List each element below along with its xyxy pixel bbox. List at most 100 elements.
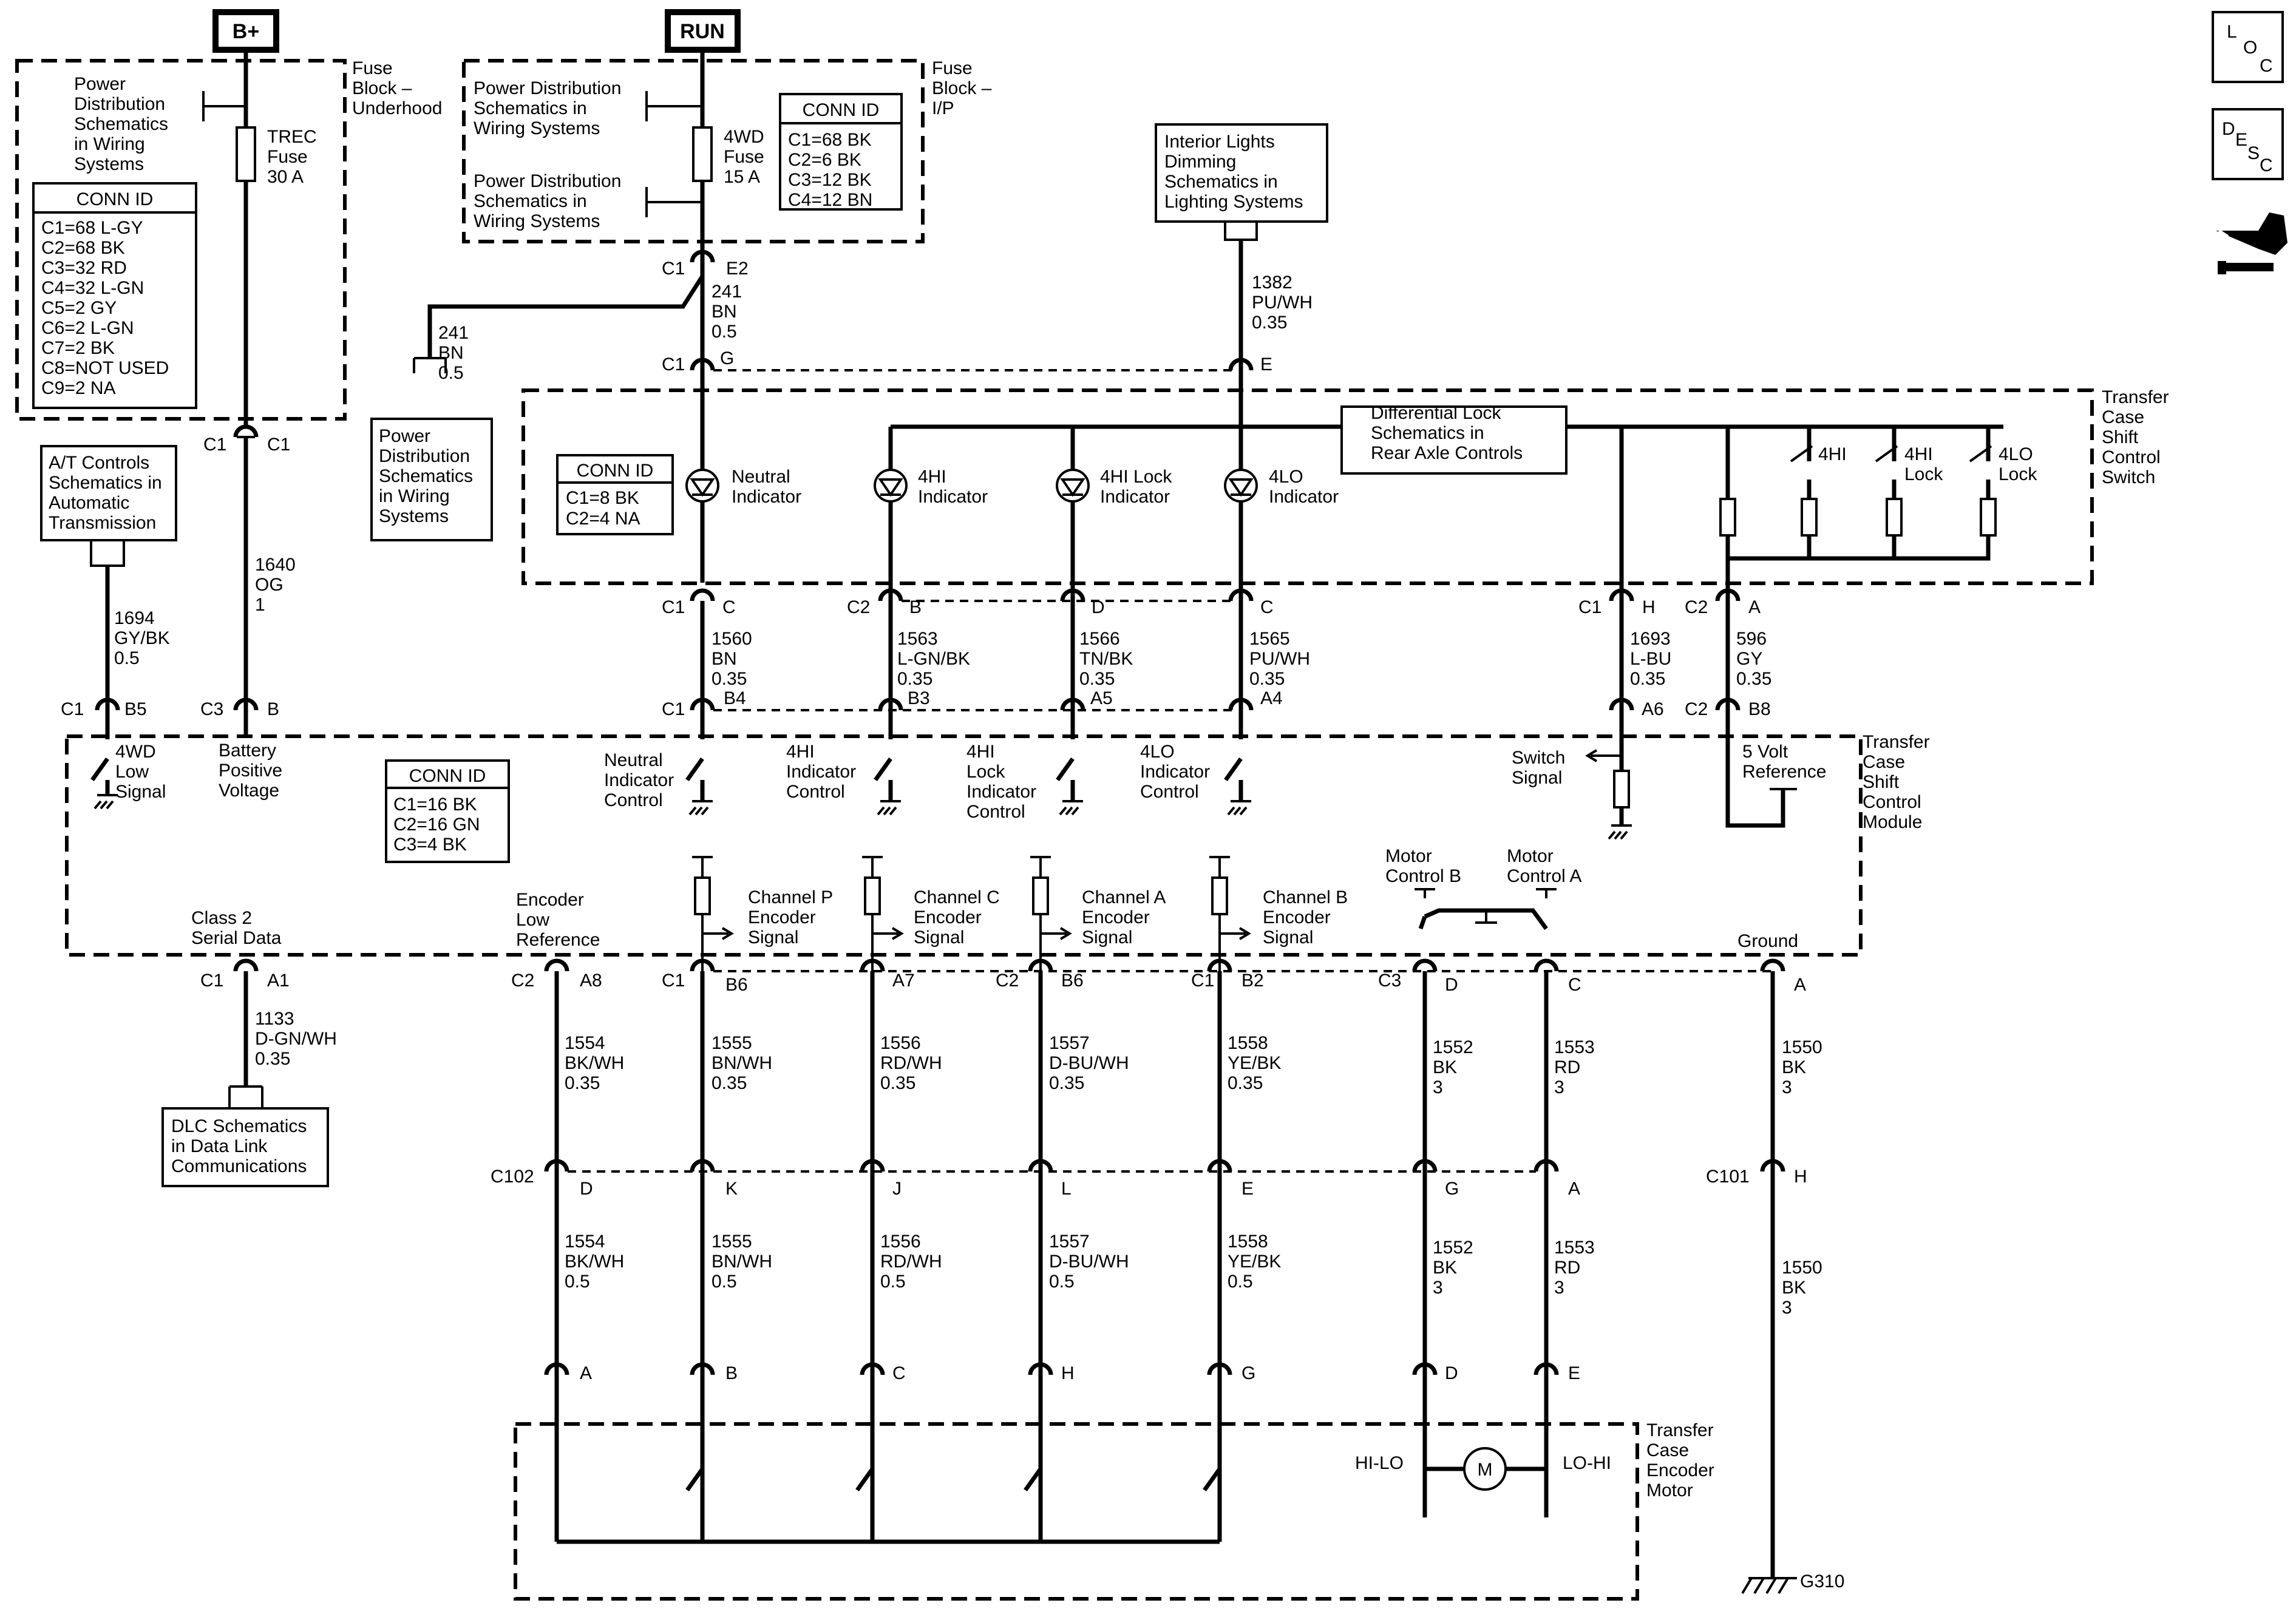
svg-text:0.35: 0.35 — [897, 669, 932, 689]
svg-text:C102: C102 — [491, 1167, 534, 1187]
fuse-block-underhood-outline — [15, 59, 347, 421]
svg-text:Control: Control — [966, 802, 1025, 822]
channel-resistors — [692, 856, 1251, 971]
motor-control-switches — [1415, 888, 1557, 931]
svg-text:0.5: 0.5 — [438, 363, 464, 383]
svg-text:Channel A: Channel A — [1082, 887, 1166, 907]
svg-text:A: A — [1794, 975, 1806, 995]
svg-text:Reference: Reference — [1742, 762, 1826, 782]
dlc-ref-box — [161, 1107, 329, 1187]
svg-text:Indicator: Indicator — [966, 782, 1036, 802]
svg-text:Power: Power — [74, 74, 126, 94]
repair-icon[interactable] — [2216, 212, 2288, 274]
wire-1694: 1694 GY/BK 0.5 — [114, 608, 170, 668]
svg-text:Signal: Signal — [115, 782, 166, 802]
interior-lights-ref-box — [1155, 123, 1328, 223]
interior-lights-ref: Interior Lights Dimming Schematics in Li… — [1164, 132, 1303, 212]
svg-text:4HI Lock: 4HI Lock — [1100, 467, 1172, 487]
at-controls-ref-box — [40, 445, 177, 541]
svg-text:4HI: 4HI — [918, 467, 946, 487]
wire-241-right: 241 BN 0.5 — [712, 282, 742, 342]
motor-symbol — [1463, 1447, 1507, 1491]
svg-text:1640: 1640 — [255, 555, 296, 575]
svg-text:0.35: 0.35 — [255, 1049, 290, 1069]
svg-text:C3=4 BK: C3=4 BK — [393, 835, 467, 855]
desc-button[interactable]: D E S C — [2212, 108, 2284, 180]
svg-text:0.5: 0.5 — [565, 1272, 590, 1292]
svg-text:1563: 1563 — [897, 629, 938, 649]
svg-text:C2=6 BK: C2=6 BK — [788, 150, 861, 170]
svg-text:Indicator: Indicator — [604, 770, 674, 790]
svg-text:4HI: 4HI — [966, 742, 995, 762]
loc-button[interactable]: L O C — [2212, 11, 2284, 83]
svg-text:1554: 1554 — [565, 1232, 605, 1252]
switch-4lo-lock: 4LO Lock — [1999, 444, 2037, 484]
svg-text:PU/WH: PU/WH — [1252, 293, 1313, 313]
svg-text:G: G — [1445, 1179, 1459, 1199]
module-title: Transfer Case Shift Control Module — [1863, 732, 1930, 832]
svg-text:RD/WH: RD/WH — [880, 1053, 942, 1073]
svg-text:C: C — [1260, 597, 1274, 617]
svg-text:C2=68 BK: C2=68 BK — [41, 238, 125, 258]
svg-text:0.5: 0.5 — [880, 1272, 906, 1292]
svg-text:BN: BN — [438, 343, 464, 363]
svg-text:C: C — [892, 1363, 906, 1383]
svg-text:C4=12 BN: C4=12 BN — [788, 190, 872, 210]
c101-connector: C101 H — [1706, 1159, 1807, 1187]
svg-text:0.35: 0.35 — [1736, 669, 1771, 689]
svg-text:Fuse: Fuse — [267, 147, 308, 167]
svg-text:1: 1 — [255, 595, 265, 615]
svg-text:Encoder: Encoder — [1646, 1460, 1714, 1480]
svg-text:GY/BK: GY/BK — [114, 628, 170, 648]
svg-text:Encoder: Encoder — [748, 907, 816, 927]
svg-text:C1: C1 — [662, 597, 685, 617]
svg-text:B2: B2 — [1241, 971, 1264, 991]
svg-text:C1: C1 — [203, 435, 226, 455]
svg-text:BN: BN — [712, 302, 737, 322]
svg-text:241: 241 — [712, 282, 742, 302]
svg-text:G: G — [1241, 1363, 1255, 1383]
svg-text:Encoder: Encoder — [914, 907, 982, 927]
4hi-lock-indicator: 4HI Lock Indicator — [1056, 467, 1172, 507]
svg-text:H: H — [1061, 1363, 1075, 1383]
svg-text:0.5: 0.5 — [1049, 1272, 1075, 1292]
svg-text:BN/WH: BN/WH — [712, 1053, 772, 1073]
pd-left-ref-box — [370, 418, 493, 541]
svg-text:1133: 1133 — [255, 1009, 294, 1029]
svg-text:BK: BK — [1433, 1057, 1457, 1077]
svg-text:C7=2 BK: C7=2 BK — [41, 338, 115, 358]
uh-pd-ref: Power Distribution Schematics in Wiring … — [74, 74, 168, 174]
svg-text:B: B — [725, 1363, 738, 1383]
svg-text:Serial Data: Serial Data — [191, 928, 282, 948]
svg-text:in Data Link: in Data Link — [171, 1136, 268, 1156]
svg-text:Power Distribution: Power Distribution — [474, 171, 621, 191]
svg-text:D: D — [2222, 119, 2235, 139]
svg-text:1694: 1694 — [114, 608, 155, 628]
svg-text:C9=2 NA: C9=2 NA — [41, 378, 116, 398]
4hi-indicator-control: 4HI Indicator Control — [786, 742, 856, 802]
svg-text:D: D — [580, 1179, 593, 1199]
svg-text:Indicator: Indicator — [1269, 487, 1339, 507]
svg-text:4LO: 4LO — [1140, 742, 1175, 762]
svg-text:Schematics in: Schematics in — [474, 191, 587, 211]
svg-text:4WD: 4WD — [724, 127, 764, 147]
svg-text:E: E — [1568, 1363, 1580, 1383]
svg-text:Positive: Positive — [219, 761, 282, 781]
svg-text:Transfer: Transfer — [1646, 1420, 1714, 1440]
svg-text:1560: 1560 — [712, 629, 752, 649]
svg-text:1552: 1552 — [1433, 1037, 1473, 1057]
svg-text:0.5: 0.5 — [1228, 1272, 1253, 1292]
4wd-fuse — [692, 126, 713, 182]
svg-text:BN/WH: BN/WH — [712, 1252, 772, 1272]
4lo-indicator-control: 4LO Indicator Control — [1140, 742, 1210, 802]
svg-text:B4: B4 — [724, 688, 746, 708]
svg-text:C2: C2 — [996, 971, 1019, 991]
svg-text:L-GN/BK: L-GN/BK — [897, 649, 970, 669]
svg-text:1554: 1554 — [565, 1033, 605, 1053]
svg-text:1382: 1382 — [1252, 273, 1292, 293]
svg-text:C3=32 RD: C3=32 RD — [41, 258, 127, 278]
svg-text:Indicator: Indicator — [786, 762, 856, 782]
svg-text:3: 3 — [1554, 1278, 1564, 1298]
svg-text:E2: E2 — [726, 259, 749, 279]
